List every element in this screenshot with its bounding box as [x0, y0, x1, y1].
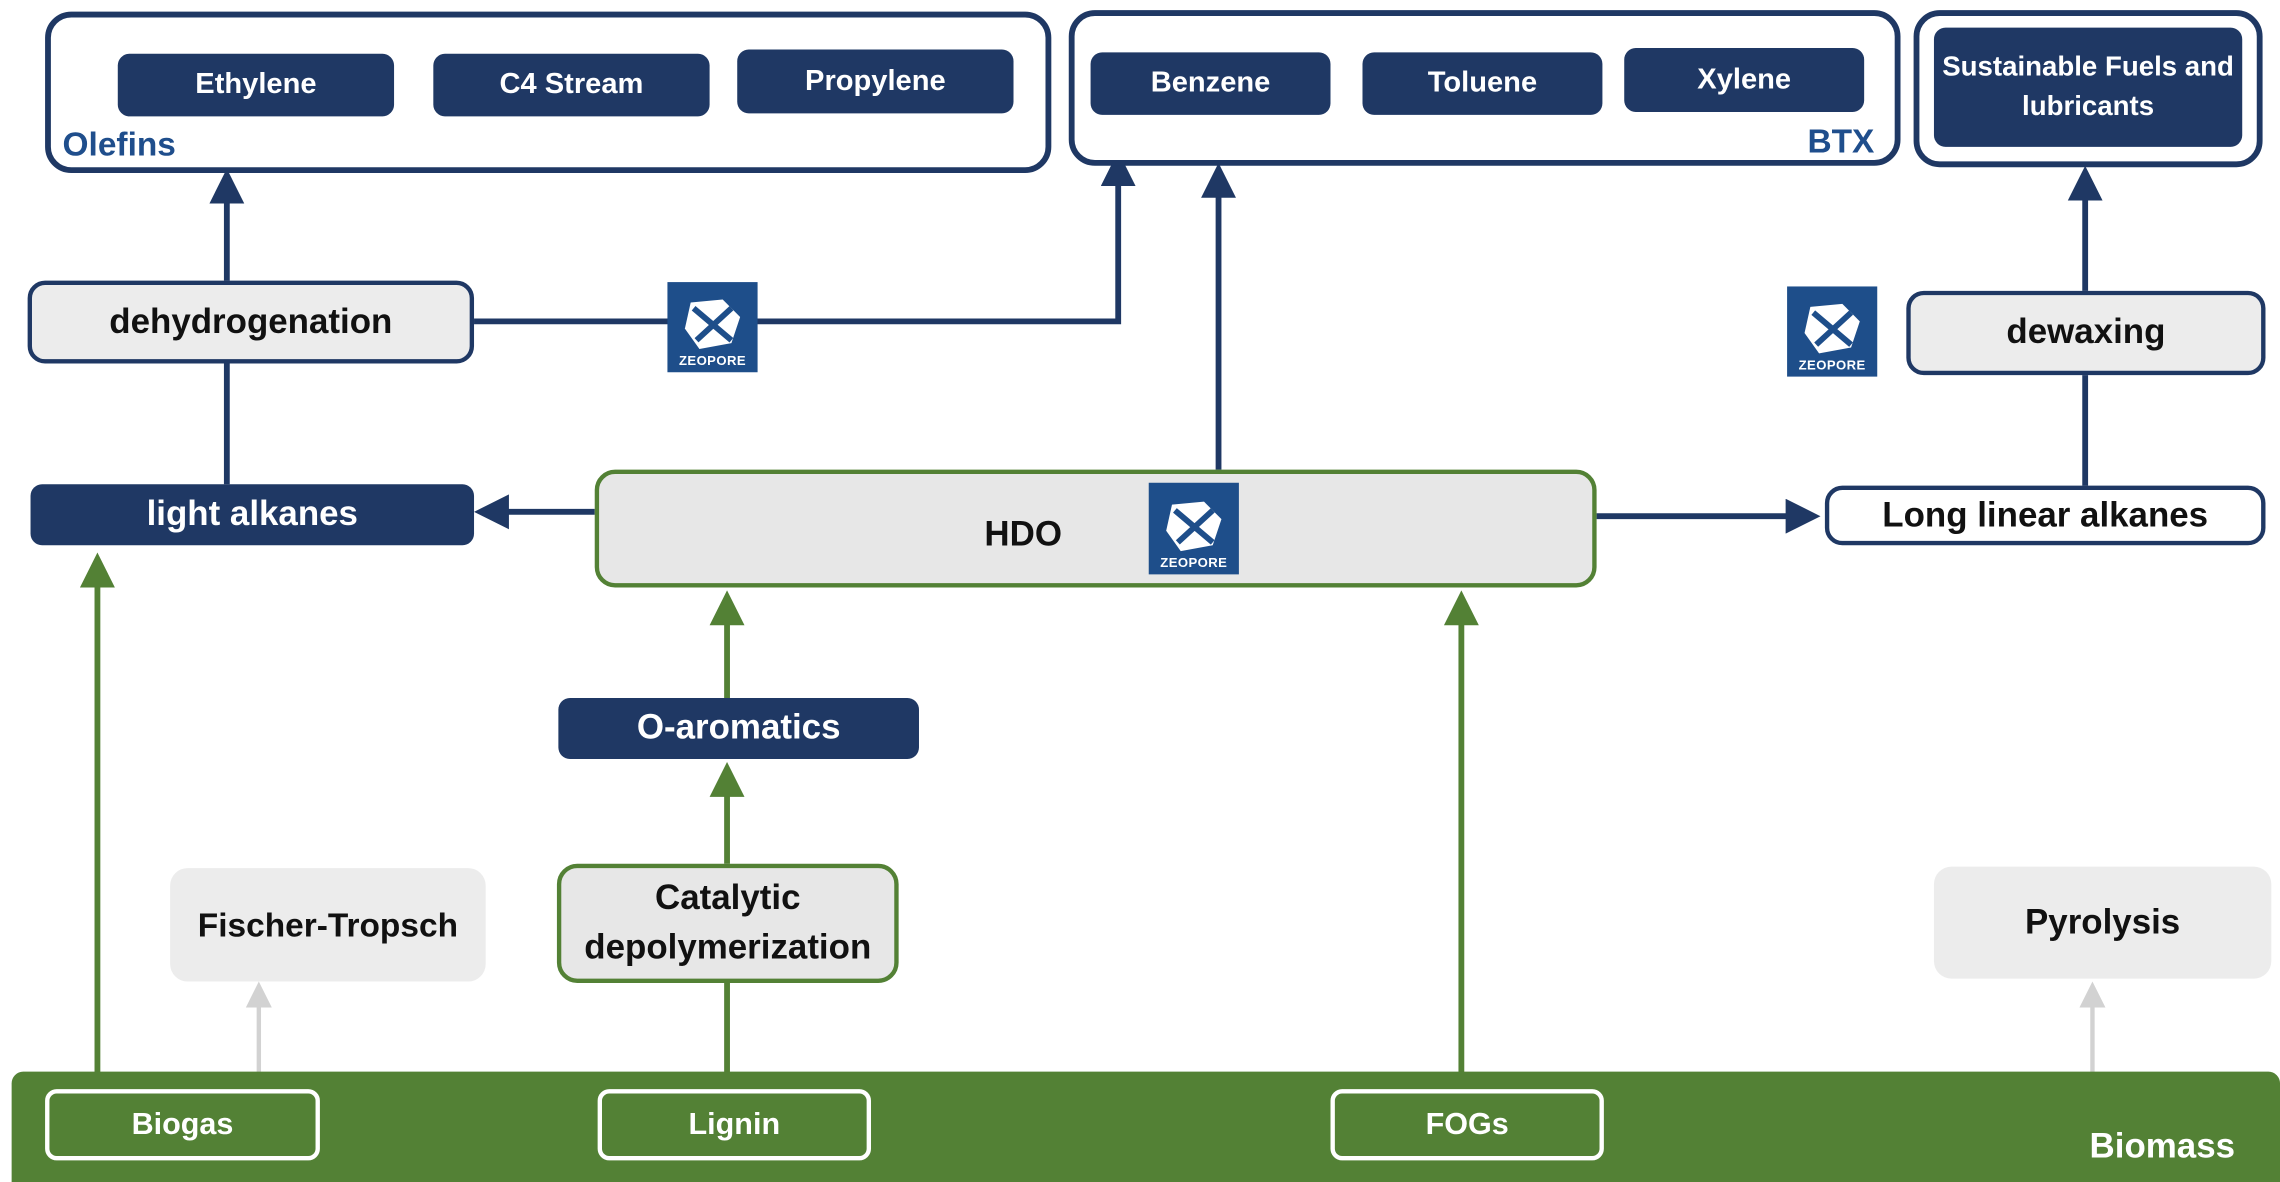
- zeopore-mark-icon: [1804, 303, 1860, 354]
- btx-label: BTX: [1807, 122, 1875, 160]
- o-aromatics-box[interactable]: O-aromatics: [558, 697, 919, 760]
- fuels-line2: lubricants: [2022, 91, 2155, 123]
- c4-stream-box[interactable]: C4 Stream: [433, 53, 710, 117]
- zeopore-text: ZEOPORE: [1160, 555, 1228, 571]
- pyrolysis-box[interactable]: Pyrolysis: [1933, 866, 2272, 979]
- fogs-box[interactable]: FOGs: [1330, 1089, 1604, 1161]
- lignin-box[interactable]: Lignin: [597, 1089, 872, 1161]
- biogas-box[interactable]: Biogas: [45, 1089, 320, 1161]
- benzene-box[interactable]: Benzene: [1090, 52, 1331, 115]
- hdo-label: HDO: [984, 514, 1062, 555]
- light-alkanes-box[interactable]: light alkanes: [30, 484, 475, 546]
- catalytic-line1: Catalytic: [655, 878, 801, 918]
- toluene-box[interactable]: Toluene: [1362, 52, 1603, 115]
- zeopore-mark-icon: [684, 299, 741, 349]
- propylene-box[interactable]: Propylene: [737, 49, 1014, 114]
- dehydrogenation-box[interactable]: dehydrogenation: [27, 280, 475, 364]
- ethylene-box[interactable]: Ethylene: [117, 53, 395, 117]
- catalytic-line2: depolymerization: [584, 927, 872, 967]
- xylene-box[interactable]: Xylene: [1624, 47, 1865, 112]
- zeopore-text: ZEOPORE: [678, 353, 747, 368]
- zeopore-mark-icon: [1166, 501, 1222, 552]
- fuels-line1: Sustainable Fuels and: [1942, 52, 2234, 83]
- zeopore-logo-dehydrogenation: ZEOPORE: [667, 282, 758, 373]
- zeopore-text: ZEOPORE: [1798, 357, 1866, 373]
- olefins-label: Olefins: [62, 125, 176, 163]
- zeopore-logo-hdo: ZEOPORE: [1148, 482, 1239, 575]
- sustainable-fuels-box[interactable]: Sustainable Fuels and lubricants: [1933, 27, 2243, 147]
- long-linear-alkanes-box[interactable]: Long linear alkanes: [1824, 485, 2266, 546]
- arrow-dehydro-to-btx: [474, 151, 1136, 325]
- catalytic-depolymerization-box[interactable]: Catalytic depolymerization: [556, 863, 899, 983]
- zeopore-logo-dewaxing: ZEOPORE: [1787, 286, 1878, 377]
- biomass-label: Biomass: [2089, 1126, 2236, 1167]
- biomass-bar: [11, 1071, 2280, 1182]
- dewaxing-box[interactable]: dewaxing: [1906, 290, 2266, 376]
- hdo-box[interactable]: HDO: [594, 469, 1597, 588]
- fischer-tropsch-box[interactable]: Fischer-Tropsch: [170, 868, 486, 982]
